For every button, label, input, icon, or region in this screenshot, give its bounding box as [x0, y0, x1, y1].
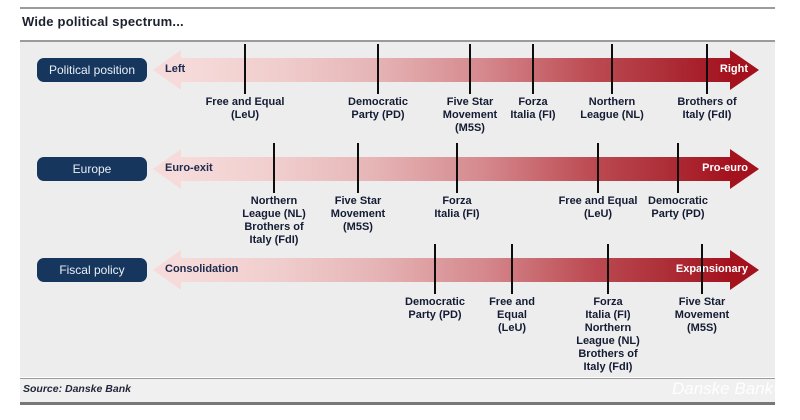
party-tick	[607, 244, 609, 294]
party-label-line: Party (PD)	[351, 109, 405, 121]
party-label-line: Northern	[584, 322, 632, 334]
party-label-line: League (NL)	[580, 109, 644, 121]
party-tick	[469, 44, 471, 94]
party-tick	[434, 244, 436, 294]
left-arrowhead	[153, 149, 181, 189]
left-arrowhead	[153, 50, 181, 90]
row-badge-europe: Europe	[37, 157, 147, 181]
figure-title: Wide political spectrum...	[22, 14, 184, 29]
scale-left-label: Euro-exit	[165, 162, 213, 174]
party-label-line: Italia (FI)	[510, 109, 556, 121]
party-label-line: Movement	[330, 208, 386, 220]
party-label-line: (M5S)	[455, 122, 485, 134]
party-tick	[244, 44, 246, 94]
party-label-line: Movement	[674, 309, 730, 321]
party-label-line: Northern	[250, 195, 298, 207]
party-label-line: Five Star	[446, 96, 494, 108]
party-label-line: Brothers of	[578, 348, 638, 360]
row-badge-political-position: Political position	[37, 58, 147, 82]
danske-bank-watermark: Danske Bank	[672, 379, 774, 398]
party-label-line: Party (PD)	[408, 309, 462, 321]
scale-right-label: Right	[719, 63, 748, 75]
party-label-line: Forza	[442, 195, 472, 207]
row-badge-fiscal-policy: Fiscal policy	[37, 258, 147, 282]
party-label-line: Italia (FI)	[585, 309, 631, 321]
party-label-line: Brothers of	[244, 221, 304, 233]
party-label-line: (LeU)	[497, 322, 527, 334]
party-tick	[357, 143, 359, 193]
party-label-line: Free and Equal	[205, 96, 285, 108]
party-label: Free and Equal(LeU)	[543, 195, 653, 221]
source-band: Source: Danske Bank	[20, 378, 775, 405]
party-tick	[377, 44, 379, 94]
party-label-line: (M5S)	[343, 221, 373, 233]
arrow-band	[181, 58, 730, 82]
scale-left-label: Consolidation	[165, 263, 239, 275]
party-label-line: League (NL)	[242, 208, 306, 220]
party-label: Free and Equal(LeU)	[190, 96, 300, 122]
party-label-line: League (NL)	[576, 335, 640, 347]
title-divider	[20, 40, 775, 42]
scale-left-label: Left	[165, 63, 186, 75]
party-tick	[456, 143, 458, 193]
arrow-band	[181, 157, 730, 181]
party-tick	[532, 44, 534, 94]
party-tick	[706, 44, 708, 94]
party-label-line: Italy (FdI)	[682, 109, 732, 121]
party-label-line: Forza	[518, 96, 548, 108]
party-label-line: Five Star	[334, 195, 382, 207]
party-label-line: Forza	[593, 296, 623, 308]
party-label-line: Italia (FI)	[434, 208, 480, 220]
right-arrowhead	[730, 250, 759, 290]
party-label-line: Italy (FdI)	[583, 361, 633, 373]
party-label-line: Five Star	[678, 296, 726, 308]
left-arrowhead	[153, 250, 181, 290]
party-label-line: (M5S)	[687, 322, 717, 334]
scale-right-label: Pro-euro	[702, 162, 748, 174]
right-arrowhead	[730, 149, 759, 189]
party-tick	[511, 244, 513, 294]
party-label-line: Democratic	[648, 195, 708, 207]
party-tick	[597, 143, 599, 193]
party-label-line: Equal	[497, 309, 527, 321]
right-arrowhead	[730, 50, 759, 90]
party-label-line: Democratic	[348, 96, 408, 108]
party-label-line: Italy (FdI)	[249, 234, 299, 246]
party-label-line: Free and Equal	[558, 195, 638, 207]
source-note: Source: Danske Bank	[23, 383, 131, 395]
scale-right-label: Expansionary	[675, 263, 748, 275]
top-divider	[20, 7, 775, 9]
party-tick	[273, 143, 275, 193]
party-label-line: (LeU)	[583, 208, 613, 220]
arrow-band	[181, 258, 730, 282]
party-label-line: Party (PD)	[651, 208, 705, 220]
party-label-line: Movement	[442, 109, 498, 121]
party-label-line: Free and	[489, 296, 535, 308]
party-label-line: (LeU)	[230, 109, 260, 121]
party-label-line: Brothers of	[677, 96, 737, 108]
party-tick	[701, 244, 703, 294]
party-tick	[677, 143, 679, 193]
party-label-line: Northern	[588, 96, 636, 108]
party-tick	[611, 44, 613, 94]
party-label-line: Democratic	[405, 296, 465, 308]
